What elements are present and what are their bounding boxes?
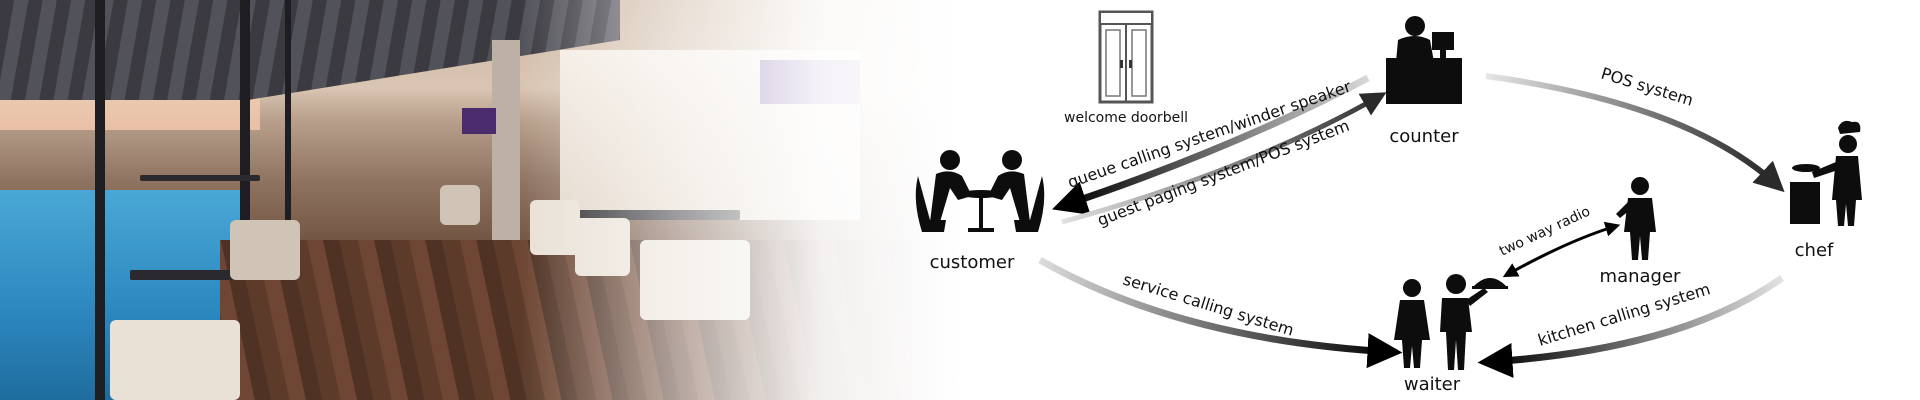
label-kitchen-calling: kitchen calling system	[1536, 279, 1713, 350]
door-icon	[1098, 10, 1154, 104]
customer-label: customer	[930, 252, 1015, 273]
counter-icon	[1386, 16, 1462, 104]
service-calling-arrow	[1038, 256, 1403, 369]
chef-label: chef	[1795, 240, 1834, 261]
two-way-radio-arrow	[1502, 221, 1621, 278]
waiter-label: waiter	[1404, 374, 1461, 395]
white-fade	[0, 0, 1000, 400]
queue-calling-arrow	[1052, 74, 1370, 215]
counter-label: counter	[1389, 126, 1459, 147]
customer-couple-icon	[915, 150, 1045, 232]
doorbell-label: welcome doorbell	[1064, 110, 1188, 126]
guest-paging-arrow	[1061, 92, 1387, 225]
restaurant-photo	[0, 0, 1000, 400]
chef-icon	[1790, 120, 1862, 226]
manager-label: manager	[1600, 266, 1682, 287]
pos-system-arrow	[1485, 73, 1785, 193]
waiter-icon	[1394, 274, 1508, 370]
kitchen-calling-arrow	[1477, 275, 1785, 378]
label-two-way-radio: two way radio	[1497, 204, 1593, 260]
manager-icon	[1616, 177, 1656, 260]
